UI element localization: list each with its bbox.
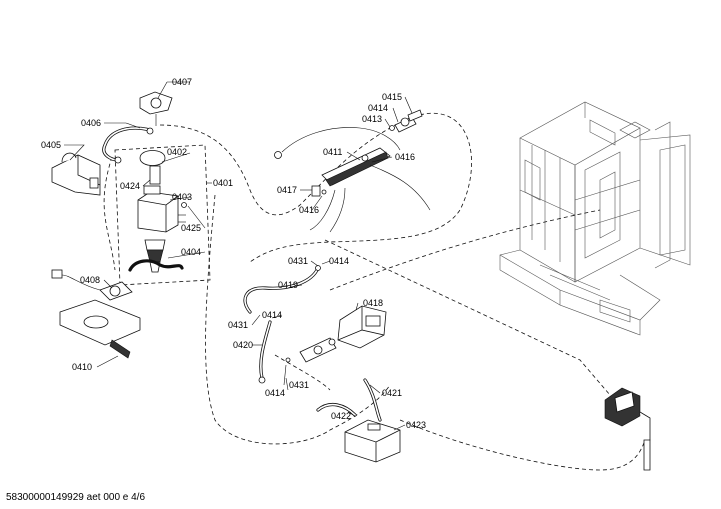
fuse-0425 [181, 202, 187, 208]
label-0410: 0410 [72, 362, 92, 372]
label-0403: 0403 [172, 192, 192, 202]
label-0421: 0421 [382, 388, 402, 398]
label-0423: 0423 [406, 420, 426, 430]
bellows-0404 [128, 239, 184, 273]
label-0413: 0413 [362, 114, 382, 124]
label-0407: 0407 [172, 77, 192, 87]
label-0414-mid: 0414 [329, 256, 349, 266]
pump-0403 [137, 150, 186, 233]
flow-meter-0408 [51, 269, 133, 301]
label-0415: 0415 [382, 92, 402, 102]
clamp-0407 [139, 91, 173, 126]
label-0416-bottom: 0416 [299, 205, 319, 215]
label-0425: 0425 [181, 223, 201, 233]
tank-0423 [344, 419, 401, 463]
label-0422: 0422 [331, 411, 351, 421]
fittings-0413-0415 [389, 109, 423, 133]
side-module [604, 387, 651, 471]
heater-0411 [274, 127, 431, 233]
label-0405: 0405 [41, 140, 61, 150]
valve-0418 [285, 305, 387, 363]
label-0431-left: 0431 [228, 320, 248, 330]
drip-tray-0410 [59, 299, 141, 359]
document-footer: 58300000149929 aet 000 e 4/6 [6, 492, 145, 503]
label-0414-left: 0414 [262, 310, 282, 320]
label-0419: 0419 [278, 280, 298, 290]
label-0417: 0417 [277, 185, 297, 195]
label-0404: 0404 [181, 247, 201, 257]
label-0414-bottom: 0414 [265, 388, 285, 398]
label-0431-bottom: 0431 [289, 380, 309, 390]
label-0411: 0411 [323, 147, 342, 157]
hose-0421 [316, 378, 382, 422]
label-0418: 0418 [363, 298, 383, 308]
label-0431-top: 0431 [288, 256, 308, 266]
label-0402: 0402 [167, 147, 187, 157]
label-0424: 0424 [120, 181, 140, 191]
label-0416-right: 0416 [395, 152, 415, 162]
sensor-0417 [311, 185, 327, 197]
label-0414-top: 0414 [368, 103, 388, 113]
hose-0406 [102, 126, 154, 164]
leader-lines [64, 81, 413, 431]
hose-0420 [258, 320, 272, 384]
label-0408: 0408 [80, 275, 100, 285]
label-0420: 0420 [233, 340, 253, 350]
label-0406: 0406 [81, 118, 101, 128]
bracket-0405 [51, 152, 101, 196]
pump-group-outline [114, 144, 211, 286]
machine-frame [499, 101, 691, 336]
hose-0419 [243, 265, 321, 314]
part-labels: 0407 0406 0405 0402 0424 0403 0401 0425 … [41, 77, 426, 430]
label-0401: 0401 [213, 178, 233, 188]
